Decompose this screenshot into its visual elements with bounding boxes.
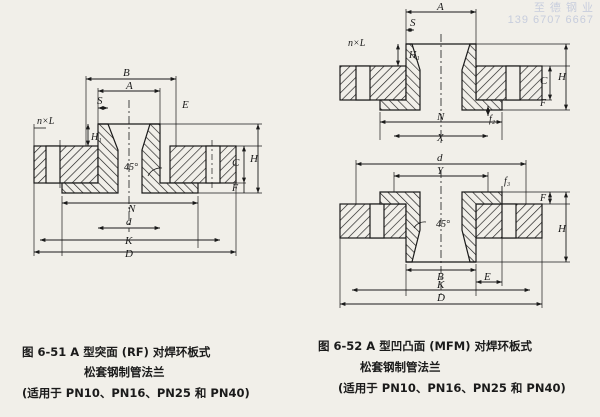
bolt-hole-left xyxy=(369,203,385,239)
weld-ring-right xyxy=(141,123,199,194)
label-E: E xyxy=(181,99,189,111)
label-S: S xyxy=(410,17,416,29)
label-F: F xyxy=(539,98,547,109)
caption-right-subtitle: 松套钢制管法兰 xyxy=(360,360,441,374)
label-H1: H₁ xyxy=(408,50,420,61)
label-C: C xyxy=(232,157,240,169)
label-C: C xyxy=(540,75,548,87)
label-H: H xyxy=(557,71,567,83)
label-B: B xyxy=(437,271,444,283)
caption-left-subtitle: 松套钢制管法兰 xyxy=(84,365,165,379)
label-K: K xyxy=(436,279,445,291)
figure-6-51-drawing xyxy=(33,76,262,256)
plate-left-section xyxy=(33,145,99,184)
label-S: S xyxy=(97,95,103,107)
figure-6-52-top-drawing xyxy=(339,9,570,146)
label-f2: f₂ xyxy=(489,114,496,125)
label-d: d xyxy=(437,152,443,164)
label-A: A xyxy=(436,1,444,13)
watermark: 至 德 钢 业 139 6707 6667 xyxy=(508,2,594,26)
label-Y: Y xyxy=(437,165,445,177)
label-E: E xyxy=(483,271,491,283)
bolt-hole-right xyxy=(505,65,521,101)
label-H: H xyxy=(249,153,259,165)
label-H: H xyxy=(557,223,567,235)
bolt-hole-left xyxy=(45,145,61,184)
bolt-hole-right xyxy=(501,203,517,239)
caption-left-note: (适用于 PN10、PN16、PN25 和 PN40) xyxy=(22,386,250,400)
label-X: X xyxy=(436,132,445,144)
label-nxL: n×L xyxy=(37,116,55,127)
label-d: d xyxy=(126,216,132,228)
weld-ring-left xyxy=(61,123,119,194)
figure-6-52-top-labels: A S n×L H₁ C H F f₂ N X xyxy=(348,1,567,144)
weld-ring-right xyxy=(461,43,503,111)
label-N: N xyxy=(127,203,136,215)
bolt-hole-left xyxy=(355,65,371,101)
label-nxL: n×L xyxy=(348,38,366,49)
figure-6-51-labels: B A S E n×L H₁ 45° C H F N d K D xyxy=(37,67,259,260)
weld-ring-right xyxy=(461,191,503,263)
figure-6-52-bottom-drawing xyxy=(339,160,570,308)
label-D: D xyxy=(436,292,445,304)
bolt-hole-right xyxy=(205,145,221,184)
label-A: A xyxy=(125,80,133,92)
plate-left-section xyxy=(339,65,407,101)
label-B: B xyxy=(123,67,130,79)
label-f3: f₃ xyxy=(504,176,511,187)
plate-right-section xyxy=(169,145,237,184)
label-N: N xyxy=(436,111,445,123)
label-angle: 45° xyxy=(436,219,450,230)
weld-ring-left xyxy=(379,43,421,111)
label-D: D xyxy=(124,248,133,260)
watermark-company: 至 德 钢 业 xyxy=(533,2,594,14)
label-F: F xyxy=(539,193,547,204)
caption-left-title: 图 6-51 A 型突面 (RF) 对焊环板式 xyxy=(22,345,211,359)
watermark-phone: 139 6707 6667 xyxy=(507,14,594,26)
label-angle: 45° xyxy=(124,162,138,173)
label-H1: H₁ xyxy=(90,132,102,143)
label-F: F xyxy=(231,183,239,194)
caption-right-note: (适用于 PN10、PN16、PN25 和 PN40) xyxy=(338,381,566,395)
caption-right-title: 图 6-52 A 型凹凸面 (MFM) 对焊环板式 xyxy=(318,339,532,353)
figure-6-52-bottom-labels: d Y f₃ F H 45° B E K D xyxy=(436,152,567,304)
label-K: K xyxy=(124,235,133,247)
